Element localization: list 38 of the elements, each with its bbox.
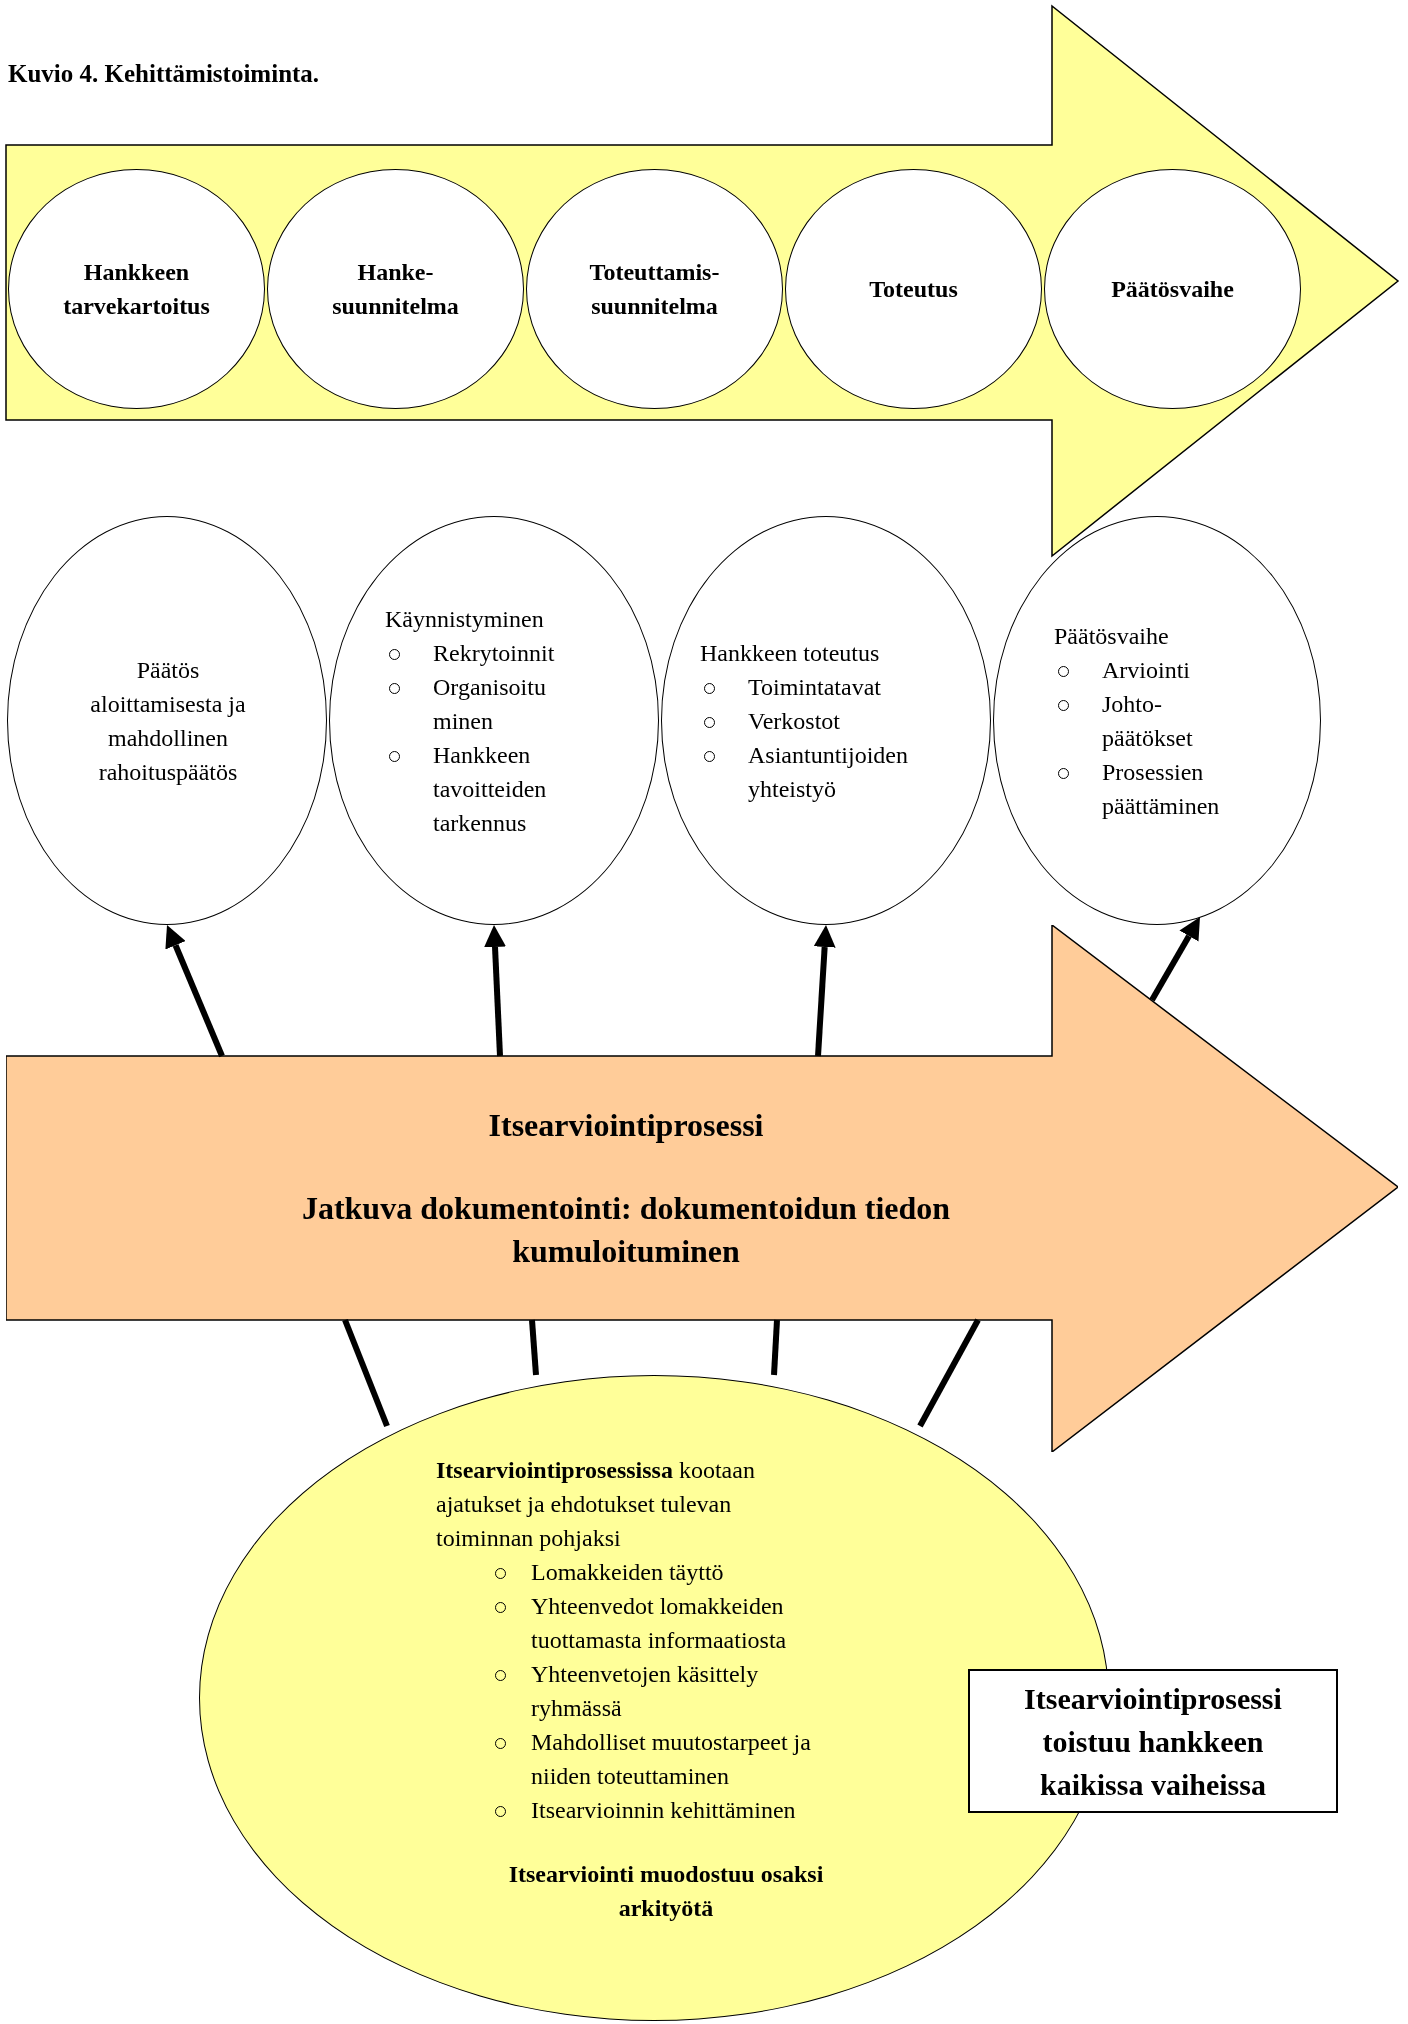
- arrow-heading: Itsearviointiprosessi: [488, 1105, 764, 1145]
- note-box: [968, 1669, 1338, 1813]
- paragraph: Itsearviointiprosessissa kootaan ajatukset ja ehdotukset tulevan toiminnan pohjaksi: [436, 1456, 756, 1553]
- bullet-item: Johto- päätökset: [1054, 686, 1252, 755]
- bullet-item: Yhteenvetojen käsittely ryhmässä: [491, 1657, 849, 1725]
- bullet-item: Yhteenvedot lomakkeiden tuottamasta informaatiosta: [491, 1589, 849, 1657]
- bullet-item: Rekrytoinnit: [385, 635, 583, 670]
- bullet-item: Prosessien päättäminen: [1054, 754, 1252, 823]
- connector-line: [529, 1319, 539, 1376]
- connector-line: [342, 1318, 390, 1428]
- conclusion-text: Itsearviointi muodostuu osaksi arkityötä: [507, 1860, 825, 1923]
- circle-heading: Päätös aloittamisesta ja mahdollinen rahoituspäätös: [89, 655, 247, 787]
- bullet-item: Hankkeen tavoitteiden tarkennus: [385, 737, 583, 840]
- connector-line: [771, 1319, 780, 1376]
- figure-title: Kuvio 4. Kehittämistoiminta.: [8, 59, 320, 89]
- stage-label: Hanke- suunnitelma: [331, 258, 460, 321]
- bullet-item: Asiantuntijoiden yhteistyö: [700, 737, 948, 806]
- arrow: [484, 925, 506, 1057]
- bullet-item: Lomakkeiden täyttö: [491, 1555, 849, 1589]
- bullet-item: Toimintatavat: [700, 669, 948, 704]
- stage-label: Päätösvaihe: [1110, 275, 1235, 304]
- arrow: [1149, 917, 1200, 1002]
- arrow: [813, 925, 836, 1057]
- bullet-item: Itsearvioinnin kehittäminen: [491, 1793, 849, 1827]
- bullet-item: Mahdolliset muutostarpeet ja niiden toteuttaminen: [491, 1725, 849, 1793]
- stage-label: Toteutus: [868, 275, 959, 304]
- bullet-item: Organisoitu minen: [385, 669, 583, 738]
- circle-heading: Hankkeen toteutus: [700, 638, 881, 668]
- circle-heading: Käynnistyminen: [385, 604, 545, 634]
- circle-heading: Päätösvaihe: [1054, 621, 1170, 651]
- bullet-item: Arviointi: [1054, 652, 1252, 687]
- bullet-item: Verkostot: [700, 703, 948, 738]
- arrow: [165, 925, 225, 1058]
- note-text: Itsearviointiprosessi toistuu hankkeen kaikissa vaiheissa: [1023, 1680, 1283, 1803]
- stage-label: Hankkeen tarvekartoitus: [62, 258, 211, 321]
- connector-line: [917, 1318, 981, 1428]
- arrow-subheading: Jatkuva dokumentointi: dokumentoidun tiedon kumuloituminen: [300, 1188, 952, 1271]
- stage-label: Toteuttamis- suunnitelma: [588, 258, 721, 321]
